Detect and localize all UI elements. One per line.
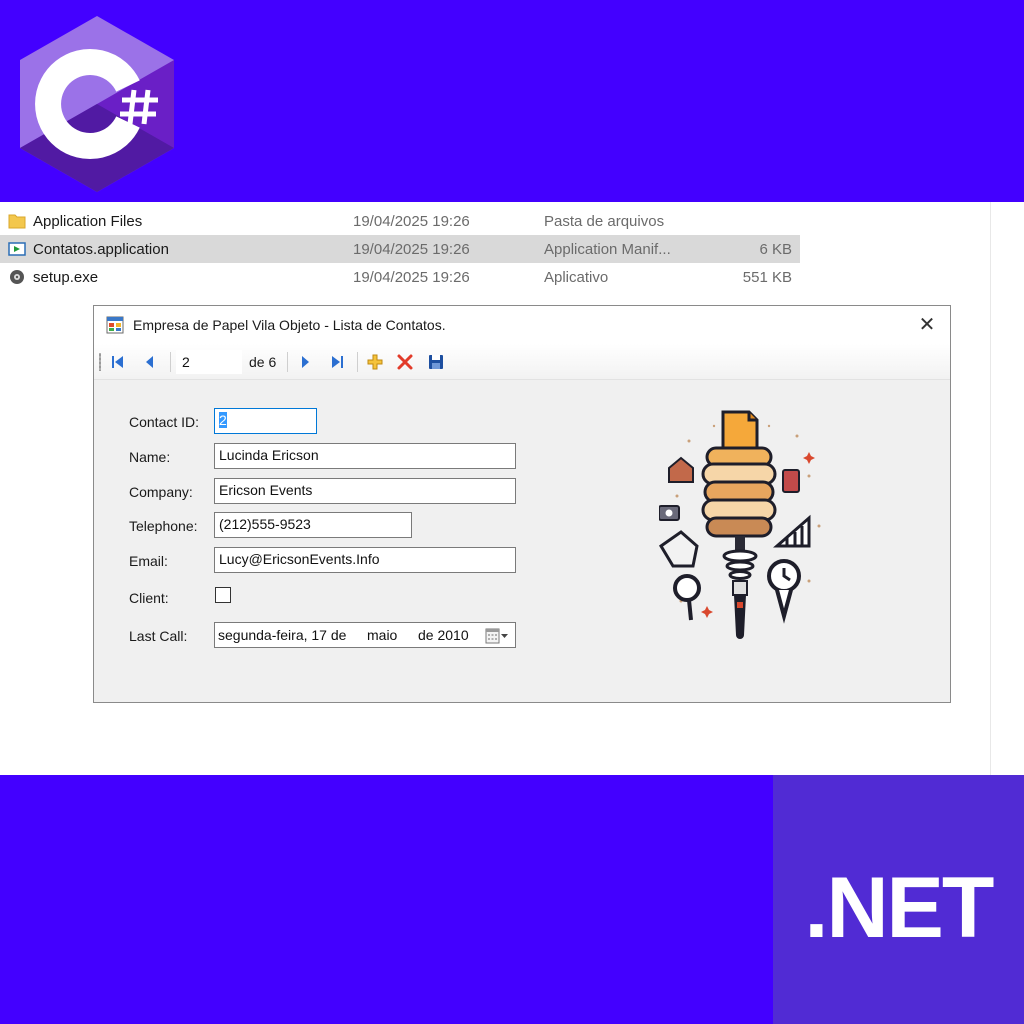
move-previous-icon[interactable]	[140, 352, 160, 372]
name-field[interactable]: Lucinda Ericson	[214, 443, 516, 469]
file-name: Application Files	[33, 213, 143, 230]
divider	[990, 202, 991, 775]
add-new-icon[interactable]	[365, 352, 385, 372]
toolbar-separator	[170, 352, 171, 372]
date-day-segment: segunda-feira, 17 de	[218, 627, 347, 643]
save-icon[interactable]	[426, 352, 446, 372]
csharp-logo-icon	[20, 16, 174, 192]
toolbar-grip[interactable]	[99, 353, 101, 371]
file-row-contatos-application[interactable]: Contatos.application 19/04/2025 19:26 Ap…	[0, 235, 800, 263]
contacts-window: Empresa de Papel Vila Objeto - Lista de …	[93, 305, 951, 703]
app-window-icon	[106, 316, 124, 334]
file-type: Pasta de arquivos	[544, 213, 665, 230]
date-month-segment: maio	[367, 627, 398, 643]
binding-navigator: de 6	[94, 344, 950, 380]
date-year-segment: de 2010	[418, 627, 469, 643]
folder-icon	[8, 214, 26, 229]
dotnet-logo: .NET	[773, 775, 1024, 1024]
email-field[interactable]: Lucy@EricsonEvents.Info	[214, 547, 516, 573]
contact-id-field[interactable]: 2	[214, 408, 317, 434]
window-title: Empresa de Papel Vila Objeto - Lista de …	[133, 317, 446, 333]
contact-id-value: 2	[219, 412, 227, 428]
company-field[interactable]: Ericson Events	[214, 478, 516, 504]
screenshot-area: Application Files 19/04/2025 19:26 Pasta…	[0, 202, 1024, 775]
file-row-application-files[interactable]: Application Files 19/04/2025 19:26 Pasta…	[0, 207, 800, 235]
file-date: 19/04/2025 19:26	[353, 269, 470, 286]
toolbar-separator	[287, 352, 288, 372]
client-checkbox[interactable]	[215, 587, 231, 603]
dotnet-label: .NET	[804, 860, 995, 956]
name-label: Name:	[129, 449, 171, 465]
file-size: 551 KB	[742, 269, 792, 286]
file-date: 19/04/2025 19:26	[353, 213, 470, 230]
manifest-icon	[8, 242, 26, 256]
file-list: Application Files 19/04/2025 19:26 Pasta…	[0, 207, 800, 291]
file-type: Aplicativo	[544, 269, 609, 286]
file-row-setup-exe[interactable]: setup.exe 19/04/2025 19:26 Aplicativo 55…	[0, 263, 800, 291]
telephone-label: Telephone:	[129, 518, 198, 534]
move-next-icon[interactable]	[295, 352, 315, 372]
top-banner	[0, 0, 1024, 202]
contacts-illustration-icon	[659, 410, 821, 639]
company-label: Company:	[129, 484, 193, 500]
file-name: Contatos.application	[33, 241, 169, 258]
email-label: Email:	[129, 553, 168, 569]
setup-icon	[10, 270, 24, 284]
client-label: Client:	[129, 590, 169, 606]
contact-id-label: Contact ID:	[129, 414, 200, 430]
close-button[interactable]: ✕	[918, 314, 936, 336]
telephone-field[interactable]: (212)555-9523	[214, 512, 412, 538]
file-date: 19/04/2025 19:26	[353, 241, 470, 258]
last-call-label: Last Call:	[129, 628, 188, 644]
last-call-datepicker[interactable]: segunda-feira, 17 de maio de 2010	[214, 622, 516, 648]
count-label: de 6	[249, 354, 277, 370]
file-type: Application Manif...	[544, 241, 671, 258]
file-name: setup.exe	[33, 269, 99, 286]
toolbar-separator	[357, 352, 358, 372]
title-bar[interactable]: Empresa de Papel Vila Objeto - Lista de …	[94, 306, 950, 344]
move-last-icon[interactable]	[327, 352, 347, 372]
delete-icon[interactable]	[395, 352, 415, 372]
calendar-dropdown-icon[interactable]	[485, 628, 509, 644]
move-first-icon[interactable]	[108, 352, 128, 372]
position-input[interactable]	[176, 350, 242, 374]
file-size: 6 KB	[759, 241, 792, 258]
